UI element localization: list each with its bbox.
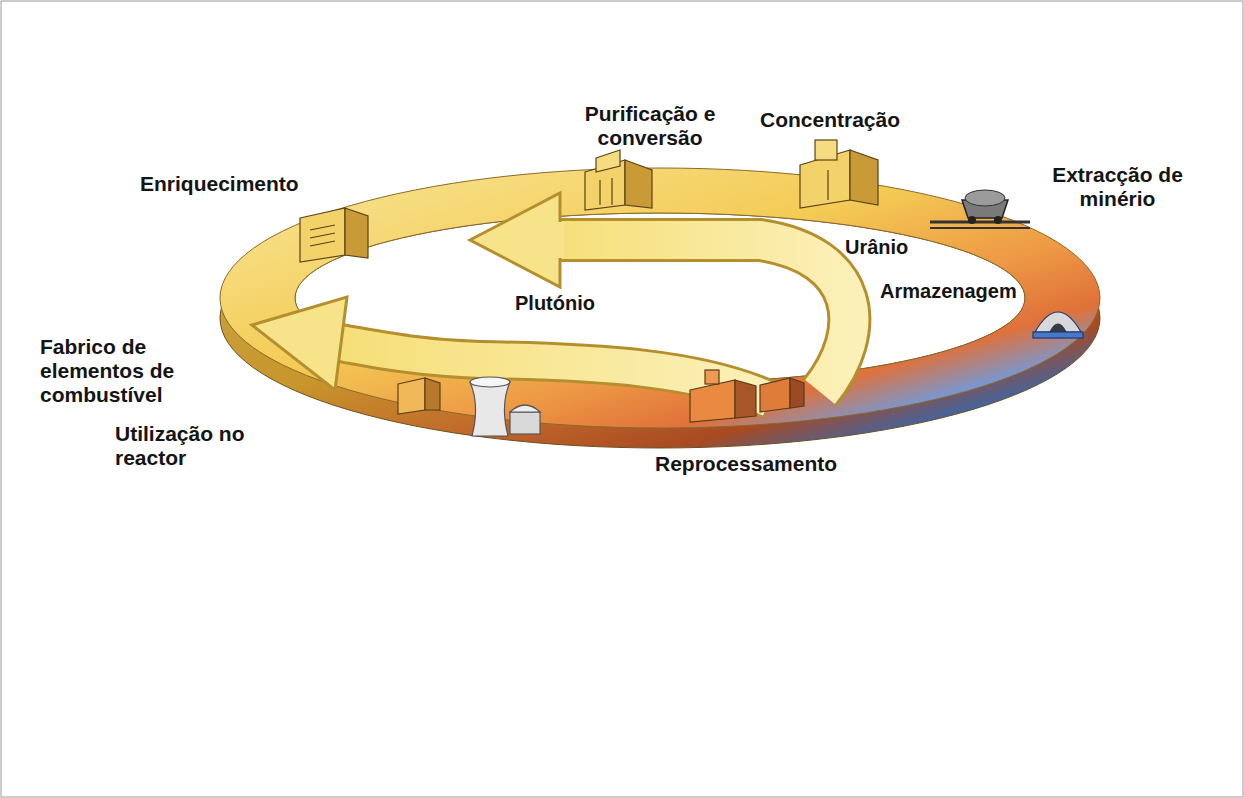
mine-cart [930,190,1030,228]
stage-label: Enriquecimento [140,172,299,196]
material-label: Plutónio [515,292,595,315]
stage-label: Reprocessamento [655,452,837,476]
reactor-cooling-tower [470,377,540,436]
stage-label: Utilização no reactor [115,422,255,470]
enrichment-plant [300,208,368,262]
concentration-plant [800,140,878,208]
stage-label: Fabrico de elementos de combustível [40,335,210,407]
purification-plant [585,150,652,210]
reprocessing-plant [690,370,804,422]
stage-label: Purificação e conversão [560,102,740,150]
stage-label: Armazenagem [880,280,1017,303]
fuel-fabrication-plant [398,378,440,414]
ring-top [220,168,1100,428]
stage-label: Concentração [760,108,900,132]
stage-label: Extracção de minério [1035,163,1200,211]
plutonium-arrow [252,297,770,400]
material-label: Urânio [845,236,908,259]
storage-dome [1033,312,1083,338]
